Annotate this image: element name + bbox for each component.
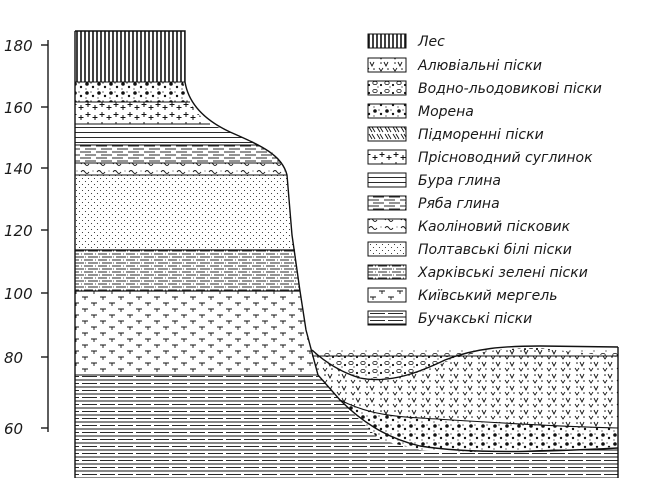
tick-label-80: 80 xyxy=(4,349,23,367)
legend-item-kyiv: Київський мергель xyxy=(368,288,557,304)
legend-item-freshloam: Прісноводний суглинок xyxy=(368,150,593,166)
legend-label-kharkiv: Харківські зелені піски xyxy=(417,265,588,281)
legend-item-submoraine: Підморенні піски xyxy=(368,127,544,143)
legend-label-brownclay: Бура глина xyxy=(418,173,501,189)
layer-brownclay xyxy=(75,124,258,145)
layer-variegated xyxy=(75,145,282,163)
layer-kaolin xyxy=(75,163,287,175)
legend-label-variegated: Ряба глина xyxy=(418,196,500,212)
legend-label-fluvioglacial: Водно-льодовикові піски xyxy=(418,81,602,97)
layer-freshloam xyxy=(75,102,210,124)
legend-item-kharkiv: Харківські зелені піски xyxy=(368,265,588,281)
legend-label-submoraine: Підморенні піски xyxy=(418,127,544,143)
elevation-axis: 180 160 140 120 100 80 60 xyxy=(4,37,48,438)
legend-label-loess: Лес xyxy=(417,34,445,50)
tick-marks xyxy=(41,45,48,428)
tick-label-160: 160 xyxy=(4,99,33,117)
legend-label-freshloam: Прісноводний суглинок xyxy=(418,150,593,166)
layer-kharkiv xyxy=(75,250,300,291)
legend-item-variegated: Ряба глина xyxy=(368,196,500,212)
tick-label-100: 100 xyxy=(4,285,33,303)
legend-label-moraine: Морена xyxy=(418,104,474,120)
legend-item-alluvial: Алювіальні піски xyxy=(368,58,542,74)
legend-label-kyiv: Київський мергель xyxy=(418,288,557,304)
legend-item-moraine: Морена xyxy=(368,104,474,120)
tick-label-180: 180 xyxy=(4,37,33,55)
layer-moraine xyxy=(75,82,190,102)
legend-item-poltava: Полтавські білі піски xyxy=(368,242,572,258)
layer-loess xyxy=(75,31,185,82)
legend-item-loess: Лес xyxy=(368,34,445,50)
legend-label-poltava: Полтавські білі піски xyxy=(418,242,572,258)
tick-label-60: 60 xyxy=(4,420,23,438)
tick-label-140: 140 xyxy=(4,160,33,178)
tick-label-120: 120 xyxy=(4,222,33,240)
legend-item-brownclay: Бура глина xyxy=(368,173,501,189)
legend-label-kaolin: Каоліновий пісковик xyxy=(418,219,571,235)
legend-label-buchak: Бучакські піски xyxy=(418,311,532,327)
legend-item-fluvioglacial: Водно-льодовикові піски xyxy=(368,81,602,97)
legend-item-buchak: Бучакські піски xyxy=(368,311,532,327)
legend-item-kaolin: Каоліновий пісковик xyxy=(368,219,571,235)
layer-poltava xyxy=(75,175,295,250)
legend-label-alluvial: Алювіальні піски xyxy=(417,58,542,74)
legend: Лес Алювіальні піски Водно-льодовикові п… xyxy=(368,34,602,327)
layer-kyiv xyxy=(75,291,318,375)
